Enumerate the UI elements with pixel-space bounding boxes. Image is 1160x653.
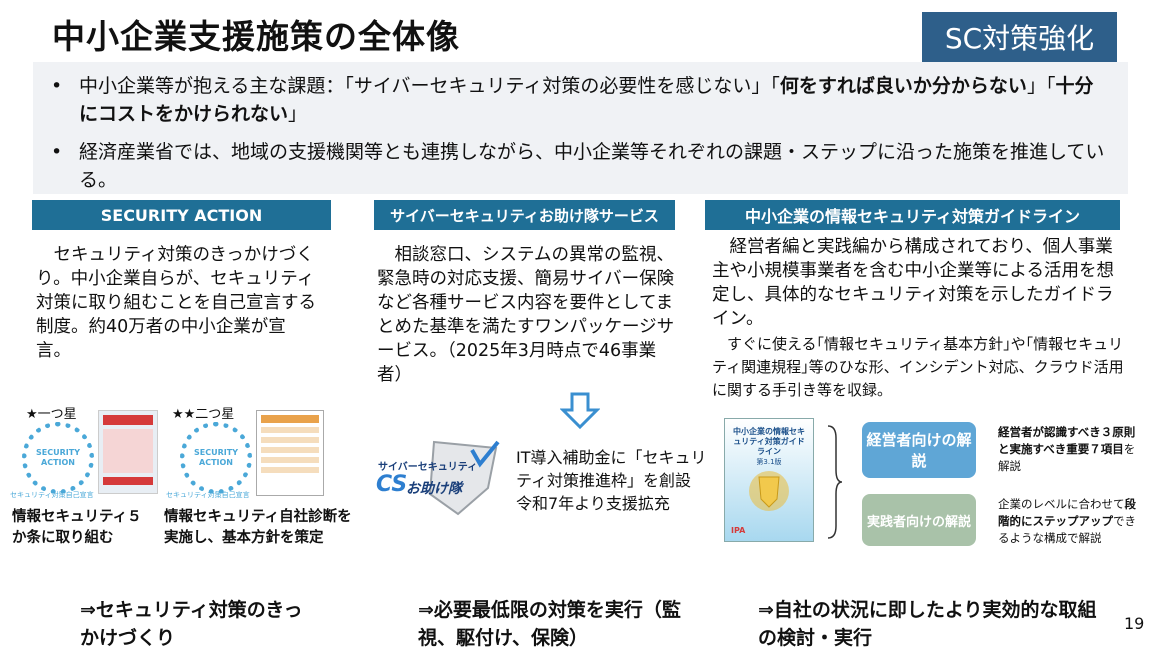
guideline-book-image: 中小企業の情報セキュリティ対策ガイドライン 第3.1版 IPA xyxy=(724,418,814,542)
caption-five-rules: 情報セキュリティ５か条に取り組む xyxy=(12,509,142,546)
badge-sub-2: セキュリティ対策自己宣言 xyxy=(166,491,250,499)
badge-sub-1: セキュリティ対策自己宣言 xyxy=(10,491,94,499)
summary-bullet-1: • 中小企業等が抱える主な課題：「サイバーセキュリティ対策の必要性を感じない」「… xyxy=(51,72,1111,128)
self-check-doc-image xyxy=(256,410,324,496)
bullet-icon: • xyxy=(51,75,63,97)
col3-body-2: すぐに使える｢情報セキュリティ基本方針｣や｢情報セキュリティ関連規程｣等のひな形… xyxy=(712,335,1124,399)
bullet-icon: • xyxy=(51,141,63,163)
col1-conclusion: ⇒セキュリティ対策のきっかけづくり xyxy=(80,599,303,649)
page-title: 中小企業支援施策の全体像 xyxy=(52,17,460,56)
book-shield-icon xyxy=(749,471,789,511)
col2-body: 相談窓口、システムの異常の監視、緊急時の対応支援、簡易サイバー保険など各種サービ… xyxy=(377,245,675,385)
col3-conclusion: ⇒自社の状況に即したより実効的な取組の検討・実行 xyxy=(758,599,1097,649)
sc-badge: SC対策強化 xyxy=(922,12,1117,62)
col1-header: SECURITY ACTION xyxy=(32,200,331,230)
down-arrow-icon xyxy=(560,392,600,430)
desc-executives: 経営者が認識すべき３原則と実施すべき重要７項目を解説 xyxy=(998,425,1136,473)
subsidy-text: IT導入補助金に「セキュリティ対策推進枠」を創設 令和7年より支援拡充 xyxy=(516,448,707,513)
two-star-label: ★★二つ星 xyxy=(172,407,235,422)
brace-icon xyxy=(827,425,843,539)
col2-header: サイバーセキュリティお助け隊サービス xyxy=(374,200,675,230)
security-action-badge-2: SECURITY ACTION xyxy=(180,422,252,494)
pill-for-executives: 経営者向けの解説 xyxy=(862,422,976,478)
caption-self-check: 情報セキュリティ自社診断を実施し、基本方針を策定 xyxy=(164,509,352,546)
five-rules-doc-image xyxy=(98,410,158,494)
shield-icon xyxy=(428,440,500,516)
pill-for-practitioners: 実践者向けの解説 xyxy=(862,494,976,546)
col3-header: 中小企業の情報セキュリティ対策ガイドライン xyxy=(705,200,1120,230)
page-number: 19 xyxy=(1124,614,1145,633)
col3-body-1: 経営者編と実践編から構成されており、個人事業主や小規模事業者を含む中小企業等によ… xyxy=(712,237,1114,329)
security-action-badge-1: SECURITY ACTION xyxy=(22,422,94,494)
one-star-label: ★一つ星 xyxy=(26,407,77,422)
col2-conclusion: ⇒必要最低限の対策を実行（監視、駆付け、保険） xyxy=(418,599,681,649)
col1-body: セキュリティ対策のきっかけづくり。中小企業自らが、セキュリティ対策に取り組むこと… xyxy=(36,245,316,361)
summary-bullet-2: • 経済産業省では、地域の支援機関等とも連携しながら、中小企業等それぞれの課題・… xyxy=(51,138,1111,194)
desc-practitioners: 企業のレベルに合わせて段階的にステップアップできるような構成で解説 xyxy=(998,497,1136,545)
otasuketai-logo: サイバーセキュリティ CS お助け隊 xyxy=(376,438,504,518)
summary-box: • 中小企業等が抱える主な課題：「サイバーセキュリティ対策の必要性を感じない」「… xyxy=(33,62,1128,194)
